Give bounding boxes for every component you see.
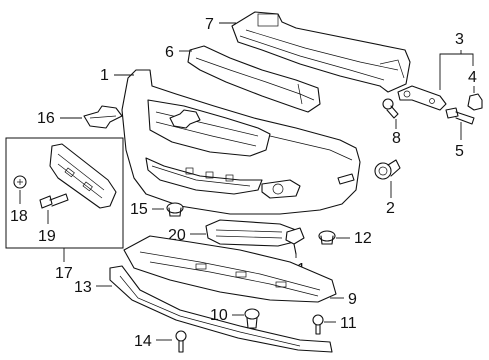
callout-16: 16 (37, 110, 82, 127)
svg-text:10: 10 (210, 307, 228, 324)
callout-15: 15 (130, 201, 164, 218)
svg-text:19: 19 (38, 228, 56, 245)
part-2-sensor (374, 159, 401, 180)
part-9-deflector (123, 235, 337, 303)
part-21-clip (285, 227, 305, 255)
callout-3: 3 (439, 31, 474, 90)
svg-text:11: 11 (340, 315, 357, 332)
part-11-screw (312, 314, 324, 335)
part-17-license-bracket (49, 143, 117, 209)
license-bracket-group-box (5, 137, 124, 249)
part-16-emblem (83, 105, 123, 129)
svg-text:7: 7 (205, 16, 214, 33)
part-13-air-deflector (109, 265, 333, 353)
part-3-bracket (397, 85, 447, 111)
callout-5: 5 (455, 122, 464, 160)
callout-12: 12 (336, 230, 372, 247)
part-4-clip (467, 93, 483, 111)
callout-6: 6 (165, 44, 192, 61)
part-8-push-pin (382, 98, 399, 119)
svg-text:6: 6 (165, 44, 174, 61)
svg-text:3: 3 (455, 31, 464, 48)
part-18-screw (13, 175, 27, 189)
callout-13: 13 (74, 279, 112, 296)
svg-text:1: 1 (100, 67, 109, 84)
callout-8: 8 (392, 119, 401, 147)
part-19-bolt (39, 193, 69, 209)
svg-text:16: 16 (37, 110, 55, 127)
svg-text:8: 8 (392, 130, 401, 147)
callout-10: 10 (210, 307, 244, 324)
part-5-push-pin (445, 107, 475, 125)
svg-text:13: 13 (74, 279, 92, 296)
callout-11: 11 (324, 315, 357, 332)
callout-1: 1 (100, 67, 134, 84)
callout-9: 9 (330, 291, 357, 308)
callout-19: 19 (38, 210, 56, 245)
svg-text:14: 14 (134, 333, 152, 350)
svg-text:15: 15 (130, 201, 148, 218)
callout-4: 4 (468, 69, 477, 93)
svg-text:4: 4 (468, 69, 477, 86)
callout-14: 14 (134, 333, 172, 350)
svg-text:9: 9 (348, 291, 357, 308)
part-6-energy-absorber (187, 45, 321, 113)
svg-text:17: 17 (55, 265, 73, 282)
part-20-fog-bezel (205, 219, 297, 247)
callout-18: 18 (10, 190, 28, 225)
callout-17: 17 (55, 248, 73, 282)
part-14-screw (175, 330, 187, 353)
svg-text:5: 5 (455, 143, 464, 160)
part-10-clip (244, 308, 260, 329)
part-15-clip (166, 202, 184, 217)
svg-text:2: 2 (386, 200, 395, 217)
part-12-clip (318, 230, 336, 245)
callout-7: 7 (205, 16, 236, 33)
svg-text:12: 12 (354, 230, 372, 247)
callout-2: 2 (386, 181, 395, 217)
part-7-impact-bar (231, 11, 411, 93)
svg-text:18: 18 (10, 208, 28, 225)
part-1-bumper-fascia (121, 69, 361, 215)
